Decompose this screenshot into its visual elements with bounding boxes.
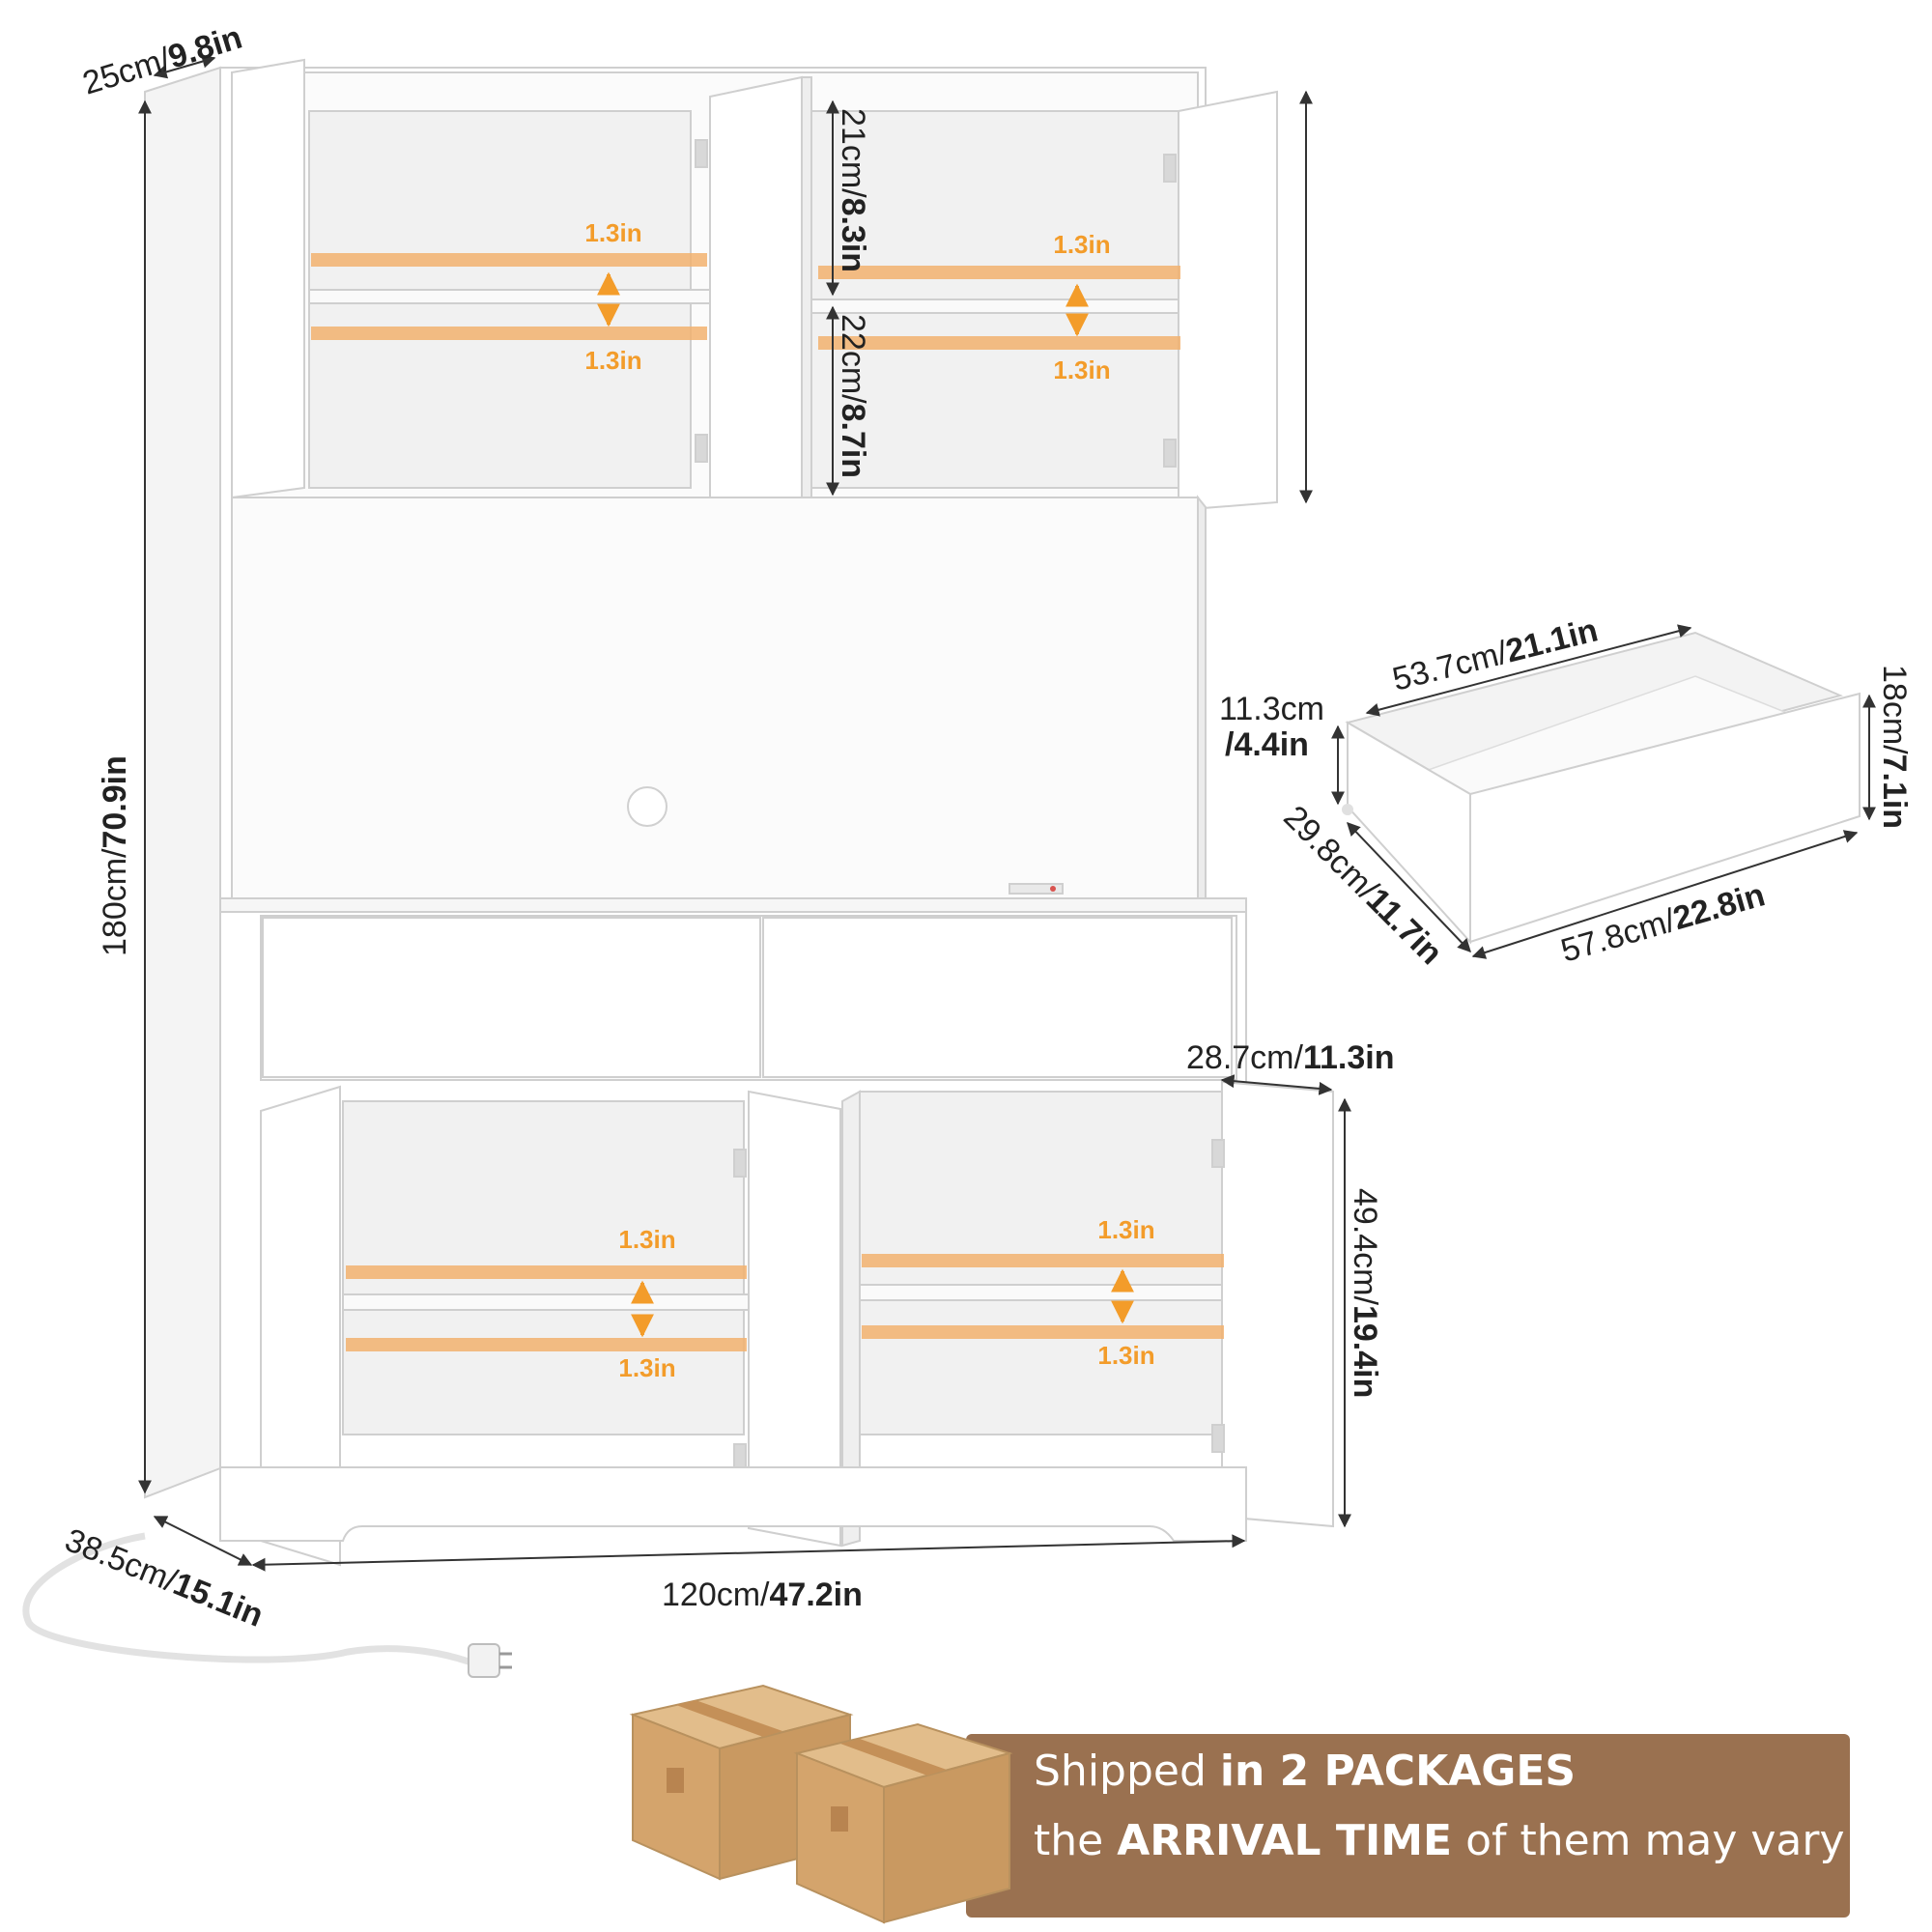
power-cord (22, 1532, 512, 1678)
dim-drawer-inner-height-in: /4.4in (1225, 726, 1309, 763)
shelf-adjust-label: 1.3in (1053, 355, 1110, 384)
cabinet (144, 58, 1334, 1567)
shelf-adjust-label: 1.3in (618, 1225, 675, 1254)
open-hutch (231, 497, 1199, 899)
cardboard-box-icon (793, 1722, 1013, 1924)
dim-width-total: 120cm/47.2in (662, 1577, 863, 1613)
shipping-banner-line2: the ARRIVAL TIME of them may vary (1034, 1816, 1845, 1865)
shelf-adjust-label: 1.3in (618, 1353, 675, 1382)
drawer-right (762, 917, 1233, 1078)
shelf-adjust-labels: 1.3in 1.3in 1.3in 1.3in 1.3in 1.3in 1.3i… (584, 218, 1154, 1382)
shelf-adjust-label: 1.3in (1097, 1341, 1154, 1370)
dim-drawer-inner-height-cm: 11.3cm (1219, 691, 1324, 727)
shelf-adjust-label: 1.3in (584, 346, 641, 375)
dim-upper-shelf-bottom: 22cm/8.7in (835, 314, 871, 478)
dimension-lines (138, 54, 1351, 1572)
shipping-banner-bg (966, 1734, 1850, 1918)
dim-drawer-outer-height: 18cm/7.1in (1876, 665, 1913, 829)
shelf-adjust-markers (311, 253, 1224, 1351)
drawer-detail: 53.7cm/21.1in 11.3cm /4.4in 18cm/7.1in 2… (1219, 611, 1913, 972)
shelf-adjust-label: 1.3in (1053, 230, 1110, 259)
power-strip (1009, 883, 1064, 895)
shelf-adjust-label: 1.3in (1097, 1215, 1154, 1244)
power-plug-icon (468, 1643, 500, 1678)
dim-upper-shelf-top: 21cm/8.3in (835, 108, 871, 272)
drawer-left (262, 917, 761, 1078)
shipping-banner-line1: Shipped in 2 PACKAGES (1034, 1747, 1577, 1796)
shelf-adjust-label: 1.3in (584, 218, 641, 247)
dim-height-total: 180cm/70.9in (97, 755, 133, 956)
dim-lower-door-width: 28.7cm/11.3in (1186, 1039, 1394, 1076)
cable-hole (627, 786, 668, 827)
dim-lower-cabinet-height: 49.4cm/19.4in (1347, 1188, 1383, 1398)
